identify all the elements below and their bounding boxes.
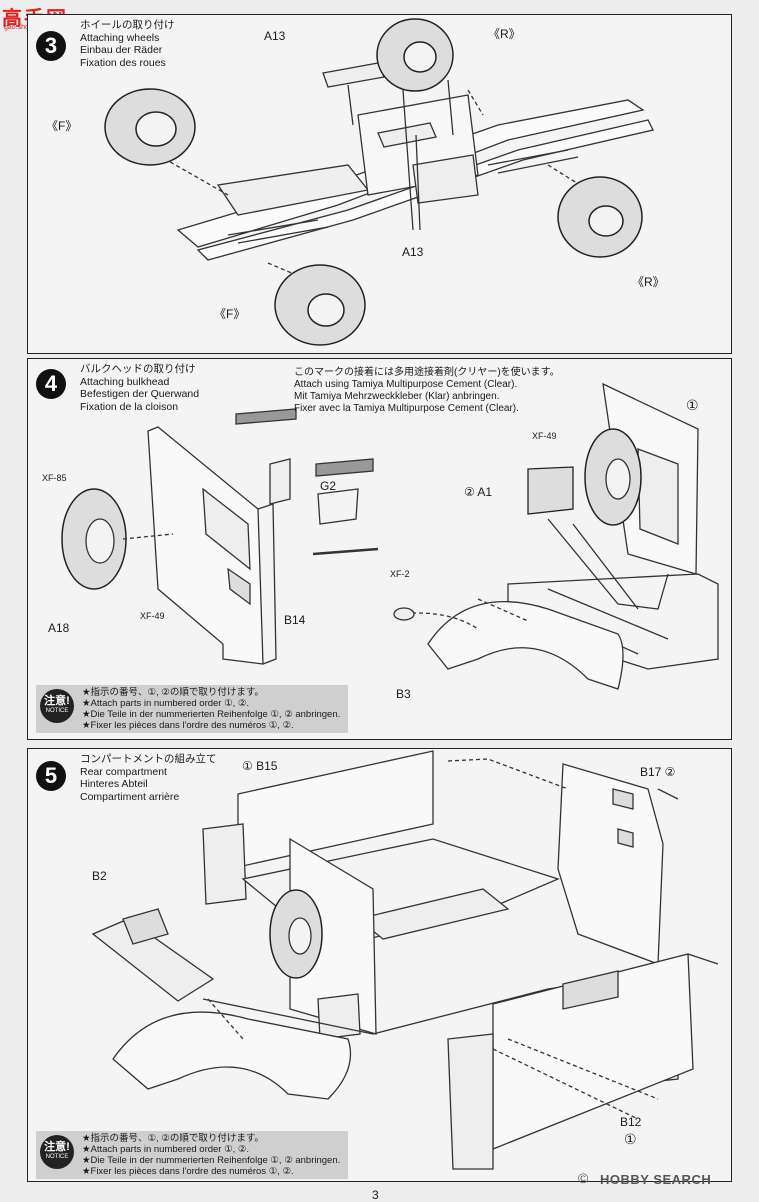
cement-note-de: Mit Tamiya Mehrzweckkleber (Klar) anbrin… xyxy=(294,391,500,402)
step-3-title-en: Attaching wheels xyxy=(80,31,160,44)
step-5-title-de: Hinteres Abteil xyxy=(80,778,148,790)
label-b3: B3 xyxy=(396,687,411,701)
label-b12-number: ① xyxy=(624,1131,637,1147)
notice-badge-en: NOTICE xyxy=(45,1154,69,1160)
notice-line-de: ★Die Teile in der nummerierten Reihenfol… xyxy=(82,1155,341,1166)
step-4-title-en: Attaching bulkhead xyxy=(80,375,170,388)
step-5-panel: 5 コンパートメントの組み立て Rear compartment Hintere… xyxy=(27,748,732,1182)
label-xf85: XF-85 xyxy=(42,473,67,483)
label-b17: B17 ② xyxy=(640,765,676,779)
label-f-top: 《F》 xyxy=(46,119,78,133)
step-5-number: 5 xyxy=(36,761,66,791)
notice-badge-ja: 注意! xyxy=(44,695,70,707)
label-circle-1: ① xyxy=(686,397,699,413)
cement-note: このマークの接着には多用途接着剤(クリヤー)を使います。 Attach usin… xyxy=(294,367,560,415)
watermark-text: HOBBY SEARCH xyxy=(600,1172,712,1187)
label-b12: B12 xyxy=(620,1115,642,1129)
label-a18: A18 xyxy=(48,621,70,635)
notice-badge: 注意! NOTICE xyxy=(40,1135,74,1169)
step-4-notice: 注意! NOTICE ★指示の番号、①, ②の順で取り付けます。 ★Attach… xyxy=(36,685,348,733)
step-5-drawing xyxy=(91,750,719,1170)
cement-note-ja: このマークの接着には多用途接着剤(クリヤー)を使います。 xyxy=(294,367,560,378)
label-r-top: 《R》 xyxy=(488,27,521,41)
notice-badge: 注意! NOTICE xyxy=(40,689,74,723)
notice-line-fr: ★Fixer les pièces dans l'ordre des numér… xyxy=(82,720,294,731)
notice-line-fr: ★Fixer les pièces dans l'ordre des numér… xyxy=(82,1166,294,1177)
label-g2: G2 xyxy=(320,479,337,493)
label-a1: ② A1 xyxy=(464,485,493,499)
watermark-icon: © xyxy=(578,1170,589,1186)
label-a13-bottom: A13 xyxy=(402,245,424,259)
cement-note-en: Attach using Tamiya Multipurpose Cement … xyxy=(294,379,518,390)
step-3-panel: 3 ホイールの取り付け Attaching wheels Einbau der … xyxy=(27,14,732,354)
label-a13-top: A13 xyxy=(264,29,286,43)
site-logo-subtext: gao.shou.net xyxy=(4,24,45,31)
step-4-title-de: Befestigen der Querwand xyxy=(80,388,200,400)
step-3-headings: ホイールの取り付け Attaching wheels Einbau der Rä… xyxy=(80,19,175,69)
cement-note-fr: Fixer avec la Tamiya Multipurpose Cement… xyxy=(294,403,519,414)
step-3-title-ja: ホイールの取り付け xyxy=(80,19,175,31)
notice-lines: ★指示の番号、①, ②の順で取り付けます。 ★Attach parts in n… xyxy=(82,1133,340,1177)
step-4-number: 4 xyxy=(36,369,66,399)
step-4-title-fr: Fixation de la cloison xyxy=(80,400,179,413)
step-4-title-ja: バルクヘッドの取り付け xyxy=(80,363,196,375)
label-xf49-right: XF-49 xyxy=(532,431,557,441)
label-b15: ① B15 xyxy=(242,759,278,773)
label-f-bottom: 《F》 xyxy=(214,307,246,321)
notice-line-ja: ★指示の番号、①, ②の順で取り付けます。 xyxy=(82,1133,264,1144)
notice-line-ja: ★指示の番号、①, ②の順で取り付けます。 xyxy=(82,687,264,698)
step-3-title-fr: Fixation des roues xyxy=(80,56,166,69)
label-xf49-left: XF-49 xyxy=(140,611,165,621)
label-b2: B2 xyxy=(92,869,107,883)
step-4-panel: 4 バルクヘッドの取り付け Attaching bulkhead Befesti… xyxy=(27,358,732,740)
notice-line-en: ★Attach parts in numbered order ①, ②. xyxy=(82,1144,250,1155)
step-5-title-ja: コンパートメントの組み立て xyxy=(80,753,217,765)
label-b14: B14 xyxy=(284,613,306,627)
step-3-number: 3 xyxy=(36,31,66,61)
label-xf2: XF-2 xyxy=(390,569,410,579)
notice-badge-en: NOTICE xyxy=(45,708,69,714)
step-4-drawing xyxy=(61,382,719,690)
step-4-headings: バルクヘッドの取り付け Attaching bulkhead Befestige… xyxy=(80,363,199,413)
step-3-title-de: Einbau der Räder xyxy=(80,44,163,56)
page-number: 3 xyxy=(372,1188,379,1202)
label-r-bottom: 《R》 xyxy=(632,275,665,289)
step-5-notice: 注意! NOTICE ★指示の番号、①, ②の順で取り付けます。 ★Attach… xyxy=(36,1131,348,1179)
step-5-title-fr: Compartiment arrière xyxy=(80,790,180,803)
step-5-title-en: Rear compartment xyxy=(80,765,167,778)
notice-lines: ★指示の番号、①, ②の順で取り付けます。 ★Attach parts in n… xyxy=(82,687,340,731)
step-3-drawing xyxy=(104,18,654,346)
notice-line-en: ★Attach parts in numbered order ①, ②. xyxy=(82,698,250,709)
step-5-headings: コンパートメントの組み立て Rear compartment Hinteres … xyxy=(80,753,217,803)
notice-line-de: ★Die Teile in der nummerierten Reihenfol… xyxy=(82,709,341,720)
notice-badge-ja: 注意! xyxy=(44,1141,70,1153)
